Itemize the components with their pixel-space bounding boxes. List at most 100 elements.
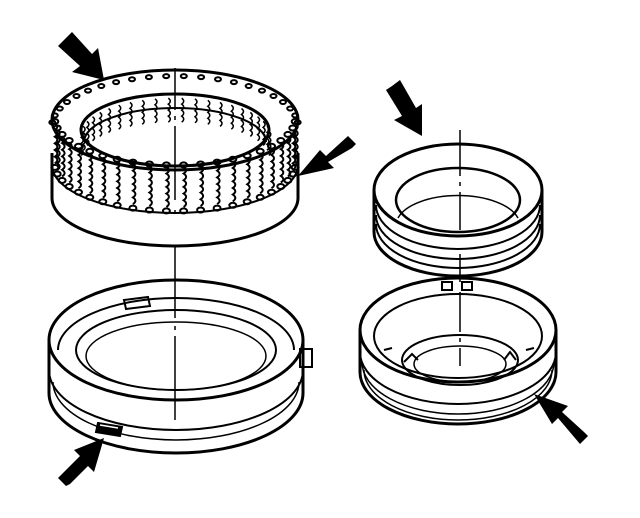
- callout-arrows: [58, 32, 588, 486]
- coil-spring-back: [249, 111, 254, 137]
- spring-hole: [212, 204, 222, 212]
- center-lines: [174, 68, 461, 420]
- coil-spring-back: [230, 104, 235, 130]
- spring-hole: [50, 112, 59, 119]
- coil-spring: [230, 160, 237, 203]
- coil-spring-back: [85, 120, 90, 146]
- spring-hole: [242, 152, 252, 160]
- spring-hole: [72, 93, 81, 99]
- spring-hole: [290, 163, 300, 171]
- coil-spring: [131, 163, 137, 205]
- coil-spring-back: [107, 107, 112, 134]
- spring-hole: [128, 204, 138, 212]
- spring-hole: [63, 99, 71, 105]
- left-housing: [47, 278, 313, 455]
- spring-hole: [283, 176, 293, 184]
- spring-hole: [57, 130, 67, 138]
- spring-hole: [55, 105, 64, 112]
- spring-hole: [144, 74, 153, 81]
- coil-spring-back: [167, 97, 172, 123]
- spring-hole: [64, 137, 74, 144]
- spring-hole: [288, 124, 298, 132]
- spring-hole: [267, 142, 276, 150]
- coil-spring: [258, 152, 264, 195]
- coil-spring: [269, 147, 275, 190]
- spring-hole: [85, 147, 95, 155]
- spring-hole: [57, 176, 67, 184]
- coil-spring: [60, 135, 66, 178]
- spring-hole: [144, 160, 154, 168]
- coil-spring-back: [193, 98, 198, 124]
- spring-hole: [52, 124, 62, 132]
- coil-spring: [215, 163, 221, 205]
- spring-hole: [64, 183, 74, 190]
- spring-hole: [112, 201, 122, 209]
- spring-hole: [244, 83, 253, 89]
- spring-hole: [196, 206, 206, 214]
- spring-hole: [161, 207, 171, 215]
- spring-hole: [161, 161, 171, 169]
- coil-spring-back: [140, 99, 145, 125]
- coil-spring: [164, 166, 170, 208]
- spring-hole: [288, 170, 298, 178]
- spring-hole: [291, 112, 300, 119]
- spring-hole: [98, 198, 108, 206]
- spring-hole: [283, 130, 293, 138]
- coil-spring: [115, 160, 121, 203]
- spring-hole: [267, 188, 276, 196]
- coil-spring: [181, 166, 188, 208]
- arrow-icon: [298, 136, 356, 176]
- spring-hole: [214, 76, 222, 83]
- coil-spring: [198, 165, 205, 207]
- spring-hole: [98, 152, 108, 160]
- spring-hole: [84, 87, 92, 94]
- spring-hole: [179, 161, 189, 169]
- spring-hole: [179, 73, 188, 80]
- coil-spring-back: [128, 101, 133, 127]
- spring-hole: [255, 147, 265, 155]
- spring-hole: [276, 137, 286, 144]
- spring-hole: [50, 163, 60, 171]
- spring-hole: [286, 105, 295, 112]
- spring-hole: [258, 87, 266, 94]
- coil-spring: [290, 129, 297, 171]
- spring-hole: [276, 183, 286, 190]
- spring-hole: [196, 160, 206, 168]
- coil-spring-back: [240, 107, 245, 134]
- spring-hole: [228, 155, 238, 163]
- arrow-icon: [386, 80, 422, 136]
- arrow-icon: [58, 32, 104, 80]
- spring-hole: [112, 155, 122, 163]
- spring-hole: [255, 193, 265, 201]
- spring-hole: [162, 73, 171, 80]
- spring-hole: [144, 206, 154, 214]
- spring-hole: [242, 198, 252, 206]
- spring-hole: [279, 99, 287, 105]
- spring-hole: [52, 170, 62, 178]
- coil-spring-back: [117, 104, 122, 130]
- right-piston: [372, 142, 544, 278]
- coil-spring: [245, 156, 251, 199]
- coil-spring: [76, 147, 82, 190]
- spring-hole: [85, 193, 95, 201]
- spring-hole: [97, 83, 106, 89]
- spring-hole: [74, 142, 83, 150]
- coil-spring-back: [261, 120, 266, 146]
- spring-hole: [112, 79, 121, 86]
- spring-hole: [293, 119, 302, 126]
- coil-spring-back: [256, 116, 261, 142]
- coil-spring: [100, 156, 107, 199]
- coil-spring: [87, 152, 94, 195]
- spring-hole: [228, 201, 238, 209]
- right-housing: [358, 276, 558, 426]
- coil-spring-back: [81, 125, 86, 151]
- coil-spring-back: [218, 101, 223, 127]
- spring-hole: [48, 119, 57, 126]
- coil-spring: [278, 141, 285, 184]
- coil-spring-back: [180, 97, 185, 123]
- coil-spring: [67, 141, 73, 184]
- coil-spring-back: [98, 111, 103, 137]
- spring-hole: [74, 188, 83, 196]
